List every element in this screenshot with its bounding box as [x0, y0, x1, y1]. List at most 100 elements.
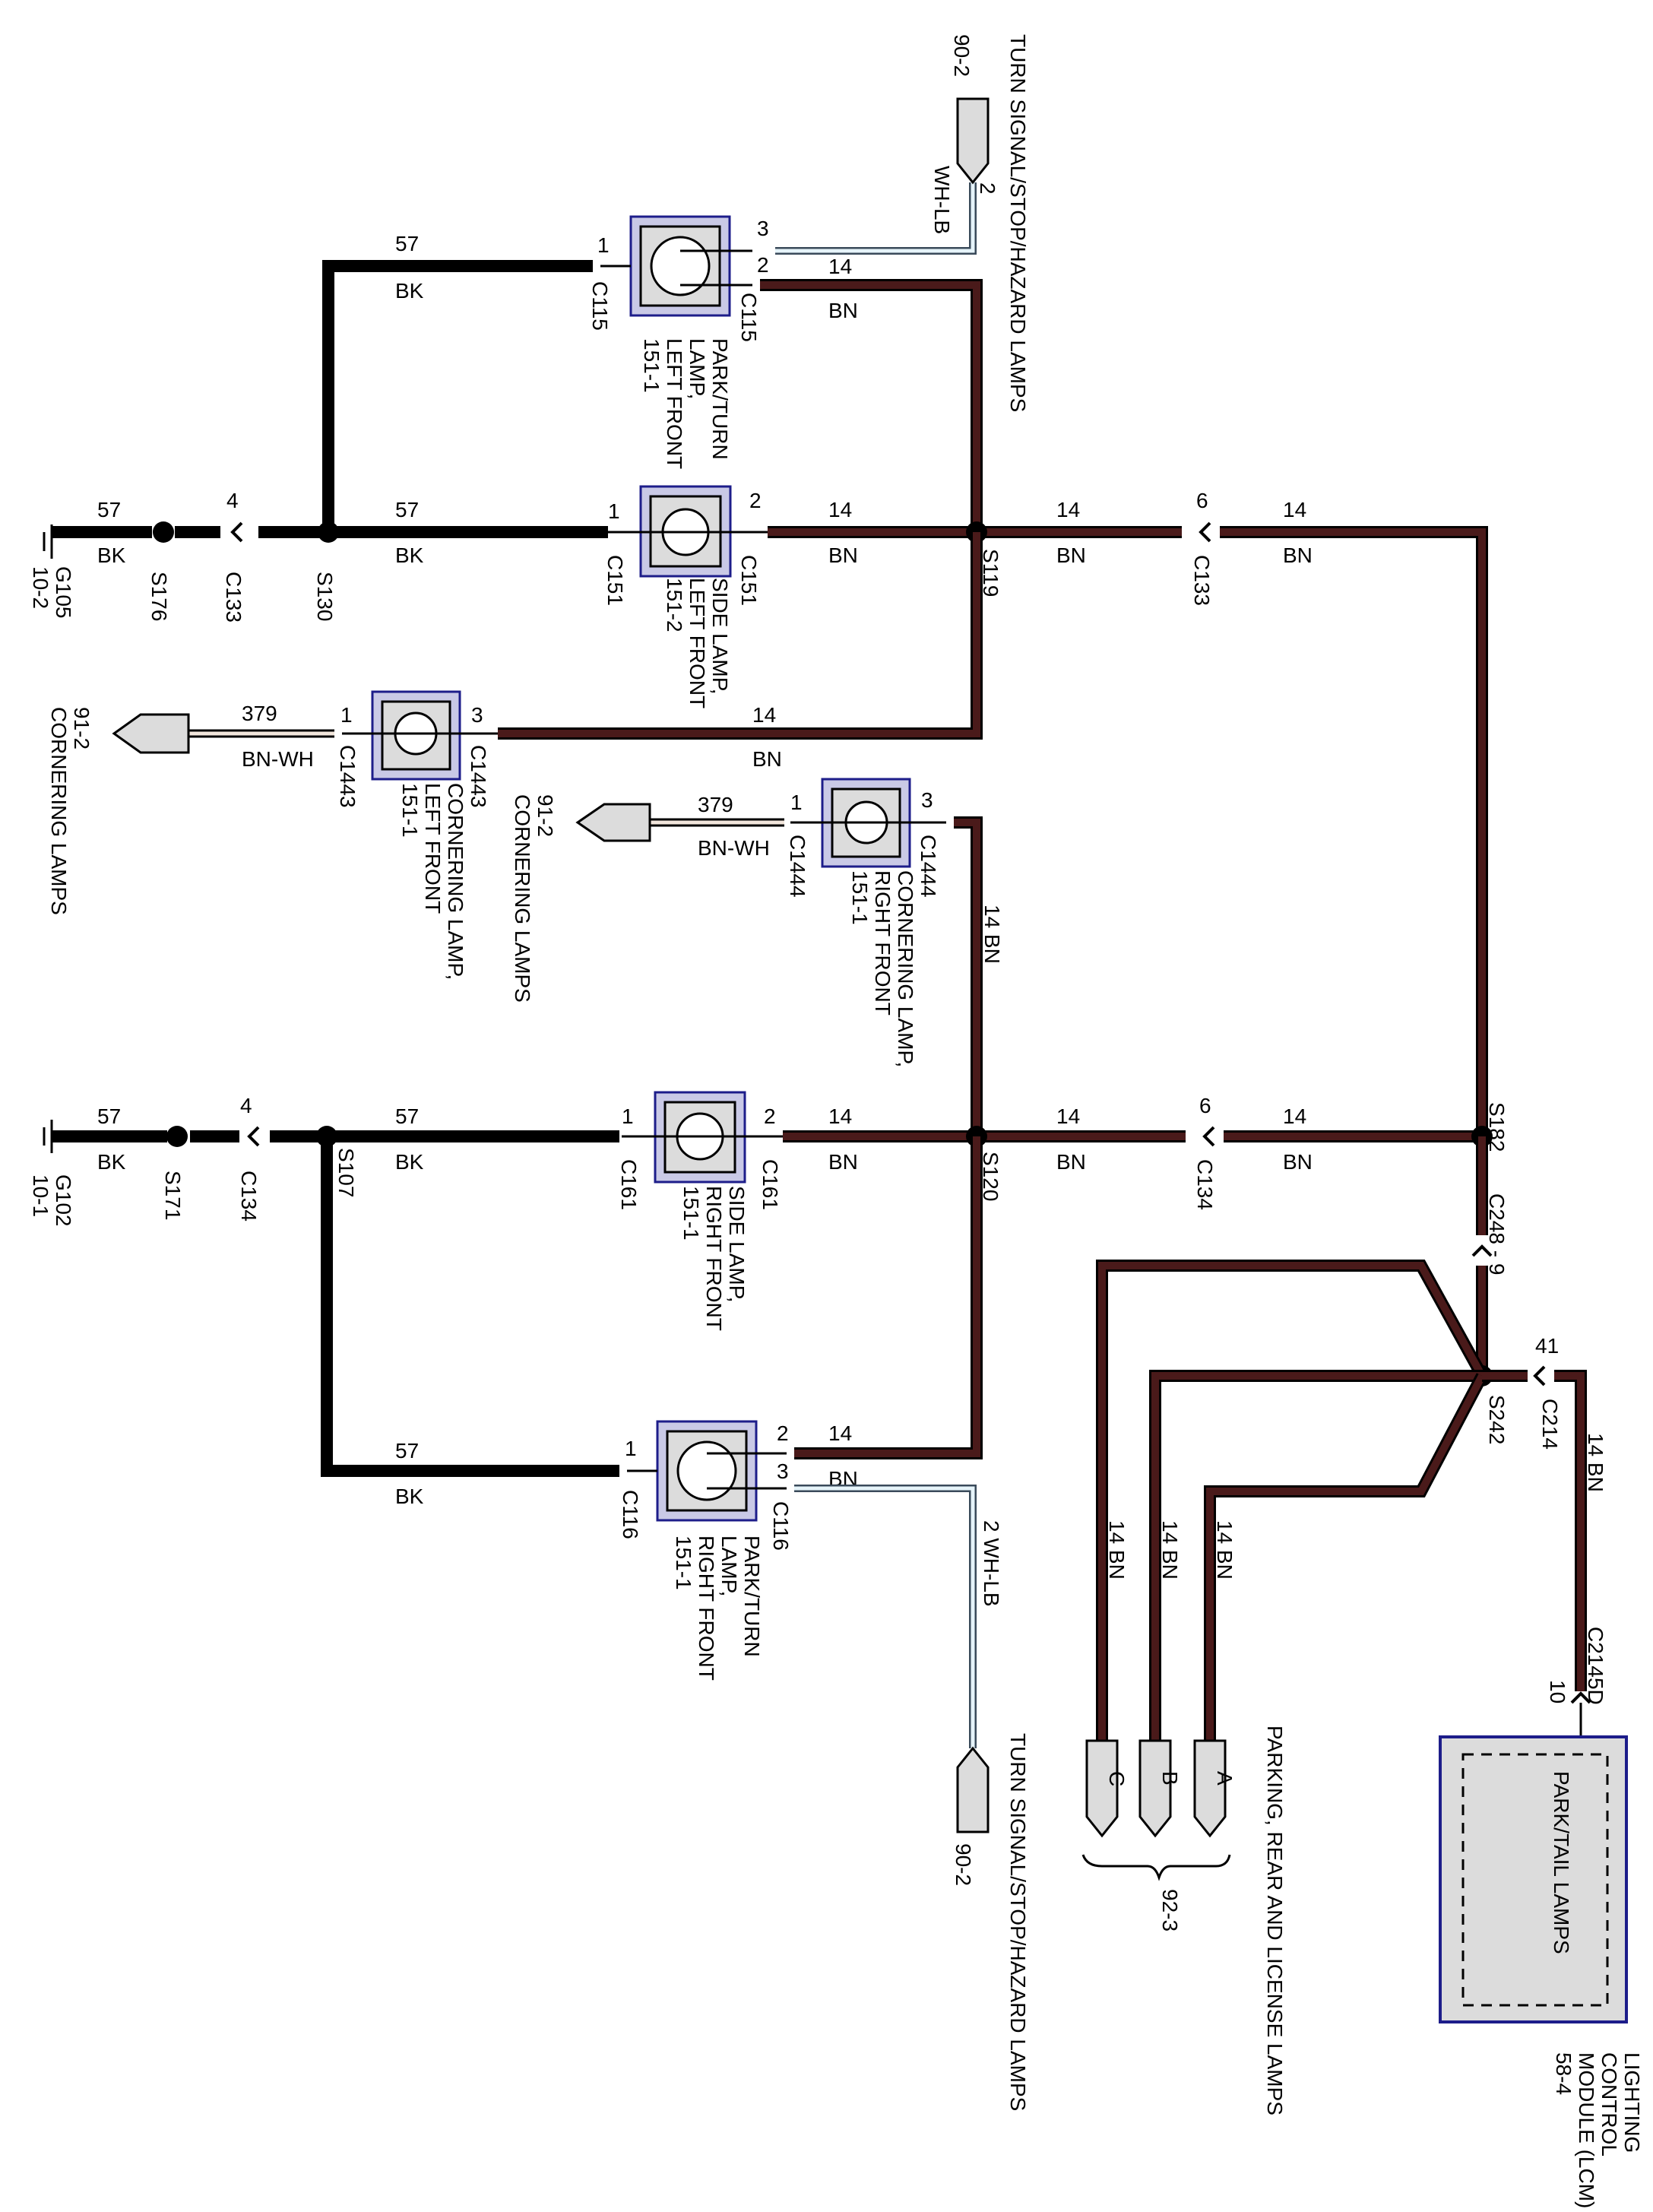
svg-text:151-1: 151-1	[672, 1535, 695, 1590]
svg-text:BK: BK	[395, 543, 424, 567]
svg-text:CORNERING LAMP,: CORNERING LAMP,	[894, 870, 917, 1067]
svg-text:1: 1	[625, 1437, 637, 1460]
svg-text:C: C	[1105, 1771, 1129, 1786]
svg-text:6: 6	[1196, 489, 1208, 512]
connector-90-2-top	[956, 97, 990, 185]
side-lamp-left-front: 1 2 C151 C151 SIDE LAMP, LEFT FRONT 151-…	[603, 485, 768, 708]
svg-text:LIGHTING: LIGHTING	[1620, 2052, 1644, 2153]
svg-text:151-2: 151-2	[663, 578, 686, 632]
svg-text:BN: BN	[828, 543, 858, 567]
bulb-icon	[650, 236, 711, 296]
svg-text:BN: BN	[1056, 1150, 1086, 1174]
svg-text:C133: C133	[222, 572, 245, 623]
svg-text:14: 14	[752, 703, 776, 727]
svg-text:379: 379	[242, 702, 277, 725]
bulb-icon	[676, 1440, 737, 1501]
svg-text:4: 4	[240, 1094, 252, 1117]
svg-text:S242: S242	[1485, 1395, 1509, 1444]
svg-text:C1444: C1444	[917, 835, 940, 898]
svg-text:14: 14	[828, 255, 852, 278]
svg-text:151-1: 151-1	[848, 870, 872, 925]
svg-text:LAMP,: LAMP,	[717, 1535, 741, 1596]
svg-text:B: B	[1158, 1771, 1182, 1786]
wire-bk-s130-c115	[322, 260, 593, 532]
svg-text:14: 14	[1283, 498, 1306, 521]
svg-text:LEFT FRONT: LEFT FRONT	[663, 338, 686, 469]
connector-91-2-mid	[575, 803, 651, 842]
svg-text:CONTROL: CONTROL	[1598, 2052, 1621, 2157]
svg-text:MODULE (LCM): MODULE (LCM)	[1575, 2052, 1598, 2208]
svg-text:57: 57	[97, 1104, 121, 1128]
cornering-lamp-right-front: 1 3 C1444 C1444 CORNERING LAMP, RIGHT FR…	[786, 778, 946, 1067]
svg-text:57: 57	[395, 1104, 419, 1128]
svg-text:14: 14	[828, 1421, 852, 1445]
svg-text:C151: C151	[603, 555, 627, 606]
splice-s171	[166, 1126, 188, 1147]
svg-text:C161: C161	[617, 1159, 641, 1210]
svg-text:LEFT FRONT: LEFT FRONT	[686, 578, 709, 708]
svg-text:57: 57	[395, 498, 419, 521]
connector-90-2-bottom	[956, 1746, 990, 1833]
svg-text:RIGHT FRONT: RIGHT FRONT	[702, 1186, 726, 1331]
svg-text:92-3: 92-3	[1158, 1889, 1182, 1932]
svg-text:2: 2	[757, 253, 769, 277]
svg-text:BN: BN	[828, 1150, 858, 1174]
connector-pin-c: C	[1085, 1739, 1129, 1838]
svg-text:4: 4	[226, 489, 239, 512]
svg-text:S130: S130	[313, 572, 337, 621]
svg-text:S119: S119	[979, 549, 1002, 597]
bracket-92-3	[1081, 1854, 1231, 1881]
svg-text:2: 2	[764, 1104, 776, 1128]
svg-text:CORNERING LAMPS: CORNERING LAMPS	[47, 707, 71, 915]
svg-text:14: 14	[828, 1104, 852, 1128]
svg-text:90-2: 90-2	[952, 1843, 975, 1886]
svg-text:PARK/TURN: PARK/TURN	[740, 1535, 764, 1657]
svg-text:BN: BN	[1283, 1150, 1313, 1174]
svg-text:BK: BK	[395, 1150, 424, 1174]
svg-text:S171: S171	[161, 1171, 185, 1220]
cornering-lamp-left-front: 1 3 C1443 C1443 CORNERING LAMP, LEFT FRO…	[336, 690, 498, 980]
svg-text:10-1: 10-1	[29, 1174, 52, 1217]
svg-text:S107: S107	[334, 1148, 358, 1197]
svg-text:C161: C161	[758, 1159, 782, 1210]
svg-text:PARK/TURN: PARK/TURN	[708, 338, 732, 460]
lighting-control-module: PARK/TAIL LAMPS LIGHTING CONTROL MODULE …	[1439, 1735, 1644, 2208]
svg-text:S182: S182	[1485, 1102, 1509, 1152]
svg-text:14: 14	[1056, 1104, 1080, 1128]
svg-text:BN-WH: BN-WH	[698, 836, 770, 860]
svg-text:C1443: C1443	[467, 745, 490, 808]
connector-pin-a: A	[1193, 1739, 1237, 1838]
svg-text:TURN SIGNAL/STOP/HAZARD LAMPS: TURN SIGNAL/STOP/HAZARD LAMPS	[1006, 1733, 1030, 2111]
connector-91-2-left	[112, 713, 190, 754]
svg-text:BN-WH: BN-WH	[242, 747, 314, 771]
svg-text:151-1: 151-1	[640, 338, 663, 393]
svg-text:14 BN: 14 BN	[1158, 1520, 1182, 1580]
svg-text:14: 14	[828, 498, 852, 521]
g105-ref: 10-2	[29, 566, 52, 609]
ground-g102: G102 10-1	[29, 1120, 75, 1227]
svg-text:S120: S120	[979, 1152, 1002, 1201]
svg-text:3: 3	[471, 703, 483, 727]
splice-s176	[153, 521, 174, 543]
svg-text:BN: BN	[1056, 543, 1086, 567]
svg-text:C116: C116	[619, 1490, 642, 1539]
svg-text:58-4: 58-4	[1552, 2052, 1575, 2095]
svg-text:C2145D: C2145D	[1584, 1627, 1607, 1705]
svg-text:90-2: 90-2	[950, 34, 974, 77]
svg-text:C248 - 9: C248 - 9	[1485, 1193, 1509, 1275]
svg-text:14: 14	[1056, 498, 1080, 521]
svg-text:BK: BK	[395, 279, 424, 303]
svg-text:C134: C134	[1193, 1159, 1217, 1210]
svg-text:C115: C115	[588, 281, 612, 331]
svg-text:C115: C115	[737, 293, 761, 342]
svg-text:14 BN: 14 BN	[1584, 1433, 1607, 1492]
svg-text:C151: C151	[737, 555, 761, 606]
svg-text:91-2: 91-2	[70, 707, 93, 749]
connector-c133-arrow-right	[1199, 521, 1211, 543]
svg-text:SIDE LAMP,: SIDE LAMP,	[708, 578, 732, 695]
svg-text:C214: C214	[1538, 1399, 1562, 1450]
svg-text:57: 57	[97, 498, 121, 521]
svg-text:2: 2	[749, 489, 762, 512]
g105-label: G105	[52, 566, 75, 619]
